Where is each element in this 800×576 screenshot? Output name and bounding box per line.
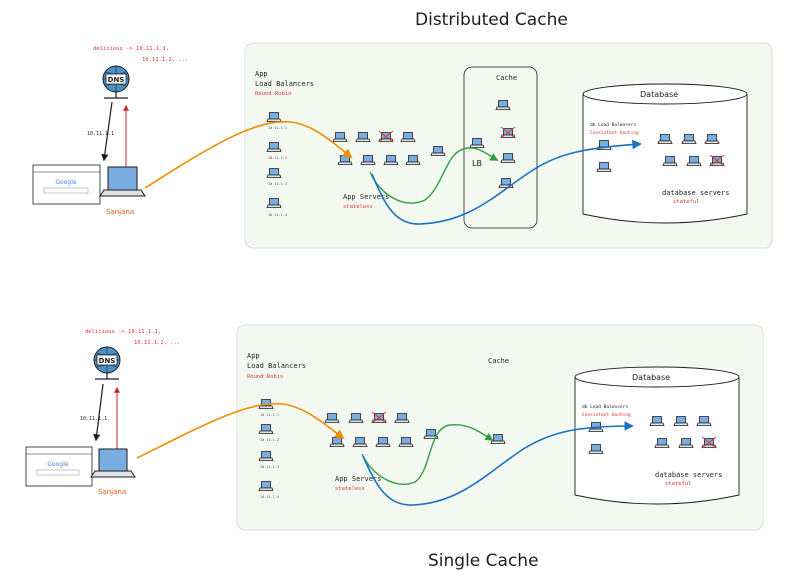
- diagram-title: Distributed Cache: [415, 10, 568, 30]
- db-hashing: Consistent Hashing: [590, 130, 639, 136]
- server-laptop-icon: [329, 437, 345, 447]
- database-title: Database: [632, 373, 670, 382]
- cache-flow-arrow: [369, 147, 499, 204]
- lb-ip: 10.11.1.2: [260, 438, 279, 442]
- cache-cluster: [463, 66, 538, 229]
- server-laptop-icon: [355, 132, 371, 142]
- failed-server-icon: [379, 131, 393, 142]
- cache-lb-icon: [469, 138, 485, 148]
- server-laptop-icon: [258, 481, 274, 491]
- server-laptop-icon: [495, 100, 511, 110]
- dns-label: DNS: [99, 357, 116, 365]
- lb-ip: 10.11.1.1: [268, 126, 287, 130]
- search-logo: Google: [47, 461, 68, 468]
- request-flow-arrow: [136, 402, 345, 459]
- database-cylinder: [574, 366, 740, 505]
- lb-algorithm: Round Robin: [247, 374, 283, 380]
- lb-heading: App: [247, 352, 260, 360]
- server-laptop-icon: [332, 132, 348, 142]
- db-lb-label: db Load Balancers: [590, 122, 636, 128]
- dns-records: delicious -> 10.11.1.1,: [93, 46, 169, 52]
- cache-server-icon: [490, 434, 506, 444]
- app-servers-state: stateless: [335, 486, 365, 492]
- lb-ip: 10.11.1.1: [260, 413, 279, 417]
- server-laptop-icon: [352, 437, 368, 447]
- user-name: Sanjana: [98, 488, 126, 496]
- app-servers-state: stateless: [343, 204, 373, 210]
- app-servers-label: App Servers: [343, 193, 389, 201]
- server-laptop-icon: [405, 155, 421, 165]
- db-servers-label: database servers: [662, 189, 729, 197]
- server-laptop-icon: [266, 142, 282, 152]
- lb-heading-2: Load Balancers: [255, 80, 314, 88]
- server-laptop-icon: [400, 132, 416, 142]
- server-laptop-icon: [430, 146, 446, 156]
- db-hashing: Consistent Hashing: [582, 412, 631, 418]
- dns-globe-icon: DNS: [102, 65, 130, 99]
- request-flow-arrow: [144, 120, 353, 189]
- server-laptop-icon: [360, 155, 376, 165]
- dns-globe-icon: DNS: [93, 346, 121, 380]
- db-servers-label: database servers: [655, 471, 722, 479]
- lb-ip: 10.11.1.4: [260, 495, 279, 499]
- load-balancer-list: 10.11.1.1 10.11.1.2 10.11.1.3 10.11.1.4: [258, 399, 279, 499]
- server-laptop-icon: [266, 198, 282, 208]
- search-logo: Google: [55, 179, 76, 186]
- database-title: Database: [640, 90, 678, 99]
- server-laptop-icon: [258, 451, 274, 461]
- lb-heading-2: Load Balancers: [247, 362, 306, 370]
- server-laptop-icon: [375, 437, 391, 447]
- db-lb-label: db Load Balancers: [582, 404, 628, 410]
- dns-response-arrow: [93, 383, 104, 442]
- server-laptop-icon: [394, 413, 410, 423]
- server-laptop-icon: [383, 155, 399, 165]
- app-servers-label: App Servers: [335, 475, 381, 483]
- browser-window-icon: Google: [32, 164, 101, 205]
- user-laptop-icon: [90, 448, 136, 478]
- failed-server-icon: [372, 412, 386, 423]
- database-flow-arrow: [371, 139, 642, 225]
- bottom-diagram: delicious -> 10.11.1.1, 10.11.1.2, ... D…: [25, 324, 764, 571]
- server-laptop-icon: [348, 413, 364, 423]
- cache-lb-label: LB: [472, 159, 482, 168]
- cache-title: Cache: [496, 74, 517, 82]
- browser-window-icon: Google: [25, 446, 93, 487]
- server-laptop-icon: [324, 413, 340, 423]
- user-laptop-icon: [99, 166, 146, 197]
- lb-ip: 10.11.1.3: [260, 465, 279, 469]
- server-laptop-icon: [266, 112, 282, 122]
- lb-algorithm: Round Robin: [255, 91, 291, 97]
- dns-records: delicious -> 10.11.1.1,: [85, 329, 161, 335]
- lb-ip: 10.11.1.3: [268, 182, 287, 186]
- db-servers-state: stateful: [665, 481, 692, 487]
- cache-flow-arrow: [361, 424, 494, 485]
- dns-records-cont: 10.11.1.2, ...: [142, 57, 188, 63]
- diagram-title: Single Cache: [428, 551, 539, 571]
- cache-title: Cache: [488, 357, 509, 365]
- database-flow-arrow: [362, 421, 634, 506]
- resolved-ip: 10.11.1.1: [87, 131, 114, 137]
- server-laptop-icon: [398, 437, 414, 447]
- lb-heading: App: [255, 70, 268, 78]
- load-balancer-list: 10.11.1.1 10.11.1.2 10.11.1.3 10.11.1.4: [266, 112, 287, 217]
- lb-ip: 10.11.1.4: [268, 213, 287, 217]
- lb-ip: 10.11.1.2: [268, 156, 287, 160]
- top-diagram: Distributed Cache delicious -> 10.11.1.1…: [32, 10, 773, 249]
- dns-response-arrow: [101, 101, 113, 162]
- database-cylinder: [582, 83, 748, 224]
- server-laptop-icon: [258, 424, 274, 434]
- server-laptop-icon: [266, 168, 282, 178]
- dns-records-cont: 10.11.1.2, ...: [134, 340, 180, 346]
- user-name: Sanjana: [106, 208, 134, 216]
- dns-label: DNS: [108, 76, 125, 84]
- db-servers-state: stateful: [673, 199, 700, 205]
- resolved-ip: 10.11.1.1: [80, 416, 107, 422]
